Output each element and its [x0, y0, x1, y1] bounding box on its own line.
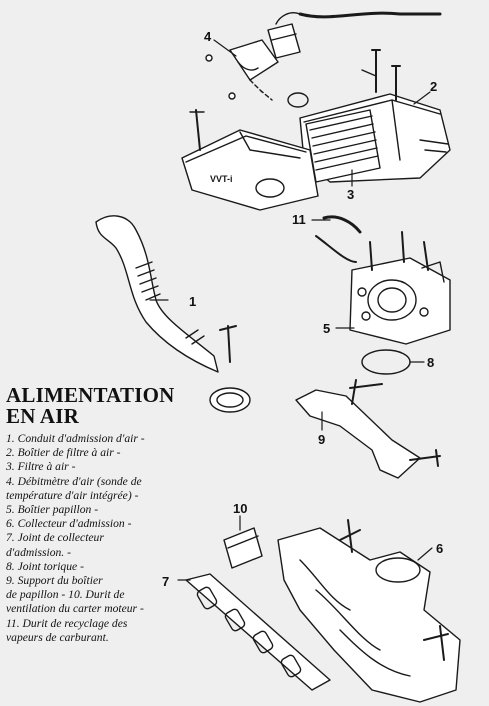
legend-line: 7. Joint de collecteur — [6, 531, 104, 545]
callout-2: 2 — [430, 79, 438, 94]
legend-line: 9. Support du boîtier — [6, 574, 103, 588]
legend-line: d'admission. - — [6, 545, 71, 559]
legend-line: vapeurs de carburant. — [6, 630, 109, 644]
parts-legend: 1. Conduit d'admission d'air - 2. Boîtie… — [6, 432, 220, 645]
callout-8: 8 — [427, 355, 435, 370]
legend-line: 2. Boîtier de filtre à air - — [6, 446, 121, 460]
callout-6: 6 — [436, 541, 444, 556]
title-line-2: EN AIR — [6, 404, 79, 428]
legend-line: 11. Durit de recyclage des — [6, 616, 128, 630]
air-box-lower-part — [181, 109, 319, 211]
diagram-title: ALIMENTATION EN AIR — [6, 385, 174, 427]
legend-line: 8. Joint torique - — [6, 559, 84, 573]
callout-4: 4 — [204, 29, 212, 44]
intake-manifold-part — [277, 519, 461, 703]
throttle-bracket-part — [295, 379, 441, 479]
air-intake-duct-part — [95, 215, 251, 413]
title-line-1: ALIMENTATION — [6, 383, 175, 407]
legend-line: de papillon - 10. Durit de — [6, 588, 125, 602]
legend-line: ventilation du carter moteur - — [6, 602, 144, 616]
callout-3: 3 — [347, 187, 355, 202]
legend-line: 6. Collecteur d'admission - — [6, 517, 132, 531]
legend-line: 4. Débitmètre d'air (sonde de — [6, 474, 142, 488]
o-ring-part — [361, 349, 411, 375]
callout-9: 9 — [318, 432, 326, 447]
legend-line: 5. Boîtier papillon - — [6, 503, 99, 517]
legend-line: 3. Filtre à air - — [6, 460, 76, 474]
legend-line: 1. Conduit d'admission d'air - — [6, 432, 145, 445]
callout-7: 7 — [162, 574, 170, 589]
callout-11: 11 — [292, 212, 306, 227]
crankcase-vent-hose-part — [223, 527, 263, 569]
housing-mark: VVT-i — [210, 174, 233, 184]
callout-leaders — [149, 39, 433, 581]
manifold-gasket-part — [185, 573, 331, 691]
legend-line: température d'air intégrée) - — [6, 488, 139, 502]
callout-1: 1 — [189, 294, 197, 309]
mass-air-flow-sensor-part — [205, 11, 442, 108]
callout-5: 5 — [323, 321, 331, 336]
throttle-body-part — [315, 215, 451, 345]
callout-10: 10 — [233, 501, 248, 516]
air-filter-element-part — [305, 109, 381, 183]
